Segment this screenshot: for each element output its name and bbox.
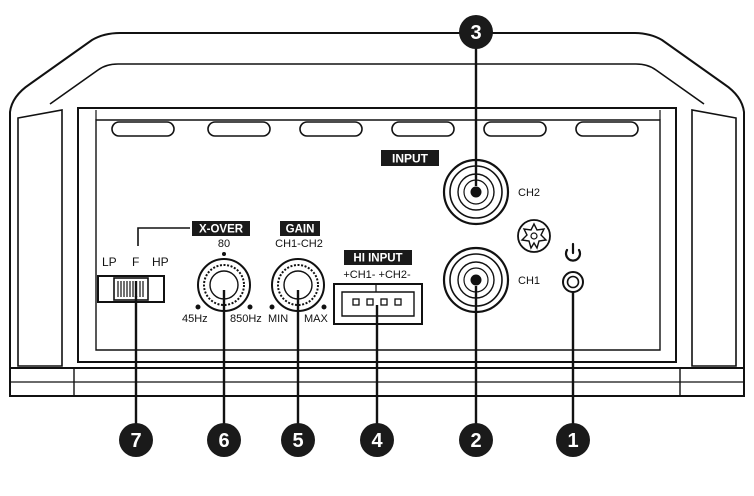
lp-label: LP: [102, 255, 117, 269]
f-label: F: [132, 255, 139, 269]
hi-input-pins: +CH1- +CH2-: [343, 269, 411, 281]
callout-3: 3: [459, 15, 493, 49]
front-panel: [77, 107, 677, 363]
vent-slot: [483, 121, 547, 137]
callout-4-number: 4: [371, 430, 383, 452]
callout-5-number: 5: [292, 430, 303, 452]
right-fin: [691, 109, 737, 367]
x-over-badge: [192, 221, 250, 236]
callout-2: 2: [459, 423, 493, 457]
callout-1: 1: [556, 423, 590, 457]
left-fin: [17, 109, 63, 367]
ground-screw-icon: [517, 219, 551, 253]
x-over-850-label: 850Hz: [230, 313, 262, 325]
housing-inner-frame: [49, 63, 705, 105]
callout-5: 5: [281, 423, 315, 457]
vent-slot: [111, 121, 175, 137]
housing-outer: [9, 32, 745, 368]
ch1-label: CH1: [518, 275, 540, 287]
callout-lines: [134, 48, 575, 424]
vent-slot: [299, 121, 363, 137]
callout-6: 6: [207, 423, 241, 457]
gain-channel-label: CH1-CH2: [275, 238, 323, 250]
gain-max-label: MAX: [304, 313, 329, 325]
callout-4: 4: [360, 423, 394, 457]
callout-6-number: 6: [218, 430, 229, 452]
input-label: INPUT: [392, 152, 429, 166]
vent-slot: [391, 121, 455, 137]
hi-input-label: HI INPUT: [353, 253, 402, 265]
callout-7-number: 7: [130, 430, 141, 452]
vent-slot: [575, 121, 639, 137]
x-over-80-label: 80: [218, 238, 230, 250]
callout-3-number: 3: [470, 22, 481, 44]
gain-label: GAIN: [286, 224, 315, 236]
gain-min-label: MIN: [268, 313, 288, 325]
callout-7: 7: [119, 423, 153, 457]
hi-input-badge: [344, 250, 412, 265]
power-led: [562, 271, 584, 293]
callout-1-number: 1: [567, 430, 578, 452]
vent-slot: [207, 121, 271, 137]
gain-badge: [280, 221, 320, 236]
hp-label: HP: [152, 255, 169, 269]
power-icon: [564, 242, 582, 262]
input-badge: [381, 150, 439, 166]
x-over-top-dot: [222, 252, 226, 256]
filter-switch: [97, 275, 165, 303]
rca-jack-ch1: [442, 246, 510, 314]
ch2-label: CH2: [518, 187, 540, 199]
x-over-45-label: 45Hz: [182, 313, 208, 325]
x-over-bracket: [137, 227, 190, 246]
x-over-label: X-OVER: [199, 224, 244, 236]
callout-2-number: 2: [470, 430, 481, 452]
hi-input-connector: [333, 283, 423, 325]
panel-inner: [95, 119, 661, 351]
